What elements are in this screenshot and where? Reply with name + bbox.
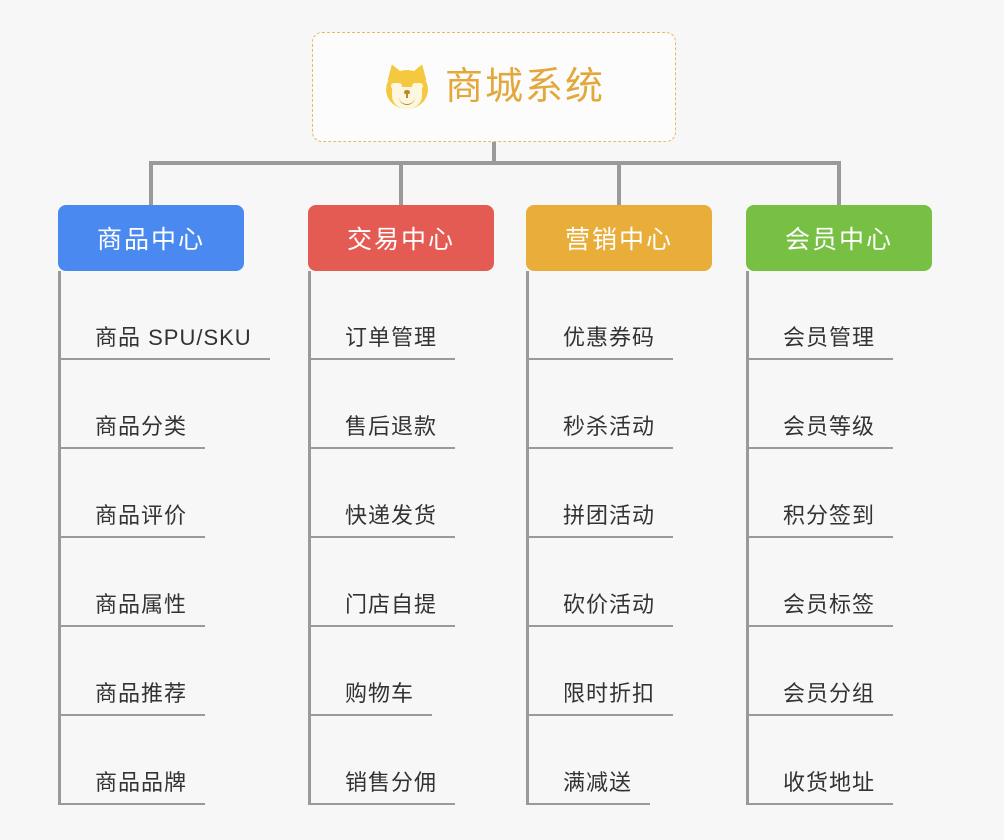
root-stem: [492, 142, 496, 165]
leaf-item[interactable]: 商品评价: [58, 449, 244, 538]
leaf-underline: 销售分佣: [311, 769, 456, 805]
leaf-underline: 会员标签: [749, 591, 894, 627]
root-title: 商城系统: [444, 66, 605, 108]
branch-drop-4: [837, 161, 841, 205]
leaf-item[interactable]: 限时折扣: [526, 627, 712, 716]
leaf-label: 商品分类: [95, 413, 188, 439]
horizontal-bus: [149, 161, 841, 165]
leaf-item[interactable]: 商品分类: [58, 360, 244, 449]
leaf-underline: 积分签到: [749, 502, 894, 538]
leaf-underline: 订单管理: [311, 324, 456, 360]
leaf-label: 收货地址: [783, 769, 876, 795]
branch-3: 营销中心优惠券码秒杀活动拼团活动砍价活动限时折扣满减送: [526, 205, 712, 805]
leaf-item[interactable]: 砍价活动: [526, 538, 712, 627]
leaf-underline: 优惠券码: [529, 324, 674, 360]
leaf-list: 商品 SPU/SKU 商品分类商品评价商品属性商品推荐商品品牌: [58, 271, 270, 805]
leaf-label: 门店自提: [345, 591, 438, 617]
leaf-item[interactable]: 订单管理: [308, 271, 494, 360]
leaf-label: 秒杀活动: [563, 413, 656, 439]
leaf-underline: 购物车: [311, 680, 433, 716]
branch-4: 会员中心会员管理会员等级积分签到会员标签会员分组收货地址: [746, 205, 932, 805]
branch-header-4[interactable]: 会员中心: [746, 205, 932, 271]
leaf-item[interactable]: 会员管理: [746, 271, 932, 360]
leaf-item[interactable]: 满减送: [526, 716, 712, 805]
leaf-label: 快递发货: [345, 502, 438, 528]
leaf-underline: 商品分类: [61, 413, 206, 449]
leaf-label: 限时折扣: [563, 680, 656, 706]
leaf-item[interactable]: 秒杀活动: [526, 360, 712, 449]
branch-header-3[interactable]: 营销中心: [526, 205, 712, 271]
leaf-label: 商品属性: [95, 591, 188, 617]
branch-header-2[interactable]: 交易中心: [308, 205, 494, 271]
leaf-label: 商品 SPU/SKU: [95, 324, 252, 350]
leaf-underline: 限时折扣: [529, 680, 674, 716]
leaf-underline: 商品 SPU/SKU: [61, 324, 270, 360]
branch-spine: [526, 271, 529, 805]
leaf-item[interactable]: 售后退款: [308, 360, 494, 449]
leaf-label: 砍价活动: [563, 591, 656, 617]
leaf-item[interactable]: 会员分组: [746, 627, 932, 716]
leaf-item[interactable]: 门店自提: [308, 538, 494, 627]
leaf-list: 优惠券码秒杀活动拼团活动砍价活动限时折扣满减送: [526, 271, 712, 805]
leaf-underline: 会员等级: [749, 413, 894, 449]
leaf-item[interactable]: 优惠券码: [526, 271, 712, 360]
shiba-inu-dog-icon: [383, 61, 431, 111]
leaf-label: 会员等级: [783, 413, 876, 439]
leaf-underline: 商品推荐: [61, 680, 206, 716]
leaf-item[interactable]: 购物车: [308, 627, 494, 716]
leaf-label: 拼团活动: [563, 502, 656, 528]
leaf-underline: 售后退款: [311, 413, 456, 449]
leaf-list: 订单管理售后退款快递发货门店自提购物车销售分佣: [308, 271, 494, 805]
leaf-item[interactable]: 会员等级: [746, 360, 932, 449]
branch-drop-3: [617, 161, 621, 205]
leaf-label: 商品评价: [95, 502, 188, 528]
branch-drop-1: [149, 161, 153, 205]
leaf-label: 会员标签: [783, 591, 876, 617]
leaf-underline: 会员分组: [749, 680, 894, 716]
leaf-underline: 商品属性: [61, 591, 206, 627]
leaf-underline: 门店自提: [311, 591, 456, 627]
leaf-underline: 满减送: [529, 769, 651, 805]
leaf-label: 订单管理: [345, 324, 438, 350]
leaf-item[interactable]: 收货地址: [746, 716, 932, 805]
root-node[interactable]: 商城系统: [312, 32, 676, 142]
leaf-underline: 收货地址: [749, 769, 894, 805]
branch-drop-2: [399, 161, 403, 205]
leaf-label: 购物车: [345, 680, 415, 706]
leaf-underline: 拼团活动: [529, 502, 674, 538]
leaf-item[interactable]: 商品属性: [58, 538, 244, 627]
leaf-label: 会员分组: [783, 680, 876, 706]
leaf-underline: 会员管理: [749, 324, 894, 360]
leaf-item[interactable]: 商品品牌: [58, 716, 244, 805]
leaf-label: 销售分佣: [345, 769, 438, 795]
leaf-label: 售后退款: [345, 413, 438, 439]
leaf-item[interactable]: 快递发货: [308, 449, 494, 538]
leaf-item[interactable]: 商品 SPU/SKU: [58, 271, 270, 360]
branch-spine: [58, 271, 61, 805]
leaf-item[interactable]: 会员标签: [746, 538, 932, 627]
branch-1: 商品中心商品 SPU/SKU 商品分类商品评价商品属性商品推荐商品品牌: [58, 205, 270, 805]
branch-spine: [746, 271, 749, 805]
leaf-label: 商品推荐: [95, 680, 188, 706]
leaf-item[interactable]: 积分签到: [746, 449, 932, 538]
leaf-item[interactable]: 拼团活动: [526, 449, 712, 538]
leaf-underline: 秒杀活动: [529, 413, 674, 449]
leaf-underline: 商品评价: [61, 502, 206, 538]
leaf-label: 优惠券码: [563, 324, 656, 350]
leaf-label: 商品品牌: [95, 769, 188, 795]
leaf-underline: 砍价活动: [529, 591, 674, 627]
branch-spine: [308, 271, 311, 805]
branch-2: 交易中心订单管理售后退款快递发货门店自提购物车销售分佣: [308, 205, 494, 805]
leaf-label: 满减送: [563, 769, 633, 795]
leaf-underline: 商品品牌: [61, 769, 206, 805]
branch-header-1[interactable]: 商品中心: [58, 205, 244, 271]
leaf-item[interactable]: 销售分佣: [308, 716, 494, 805]
leaf-label: 积分签到: [783, 502, 876, 528]
leaf-list: 会员管理会员等级积分签到会员标签会员分组收货地址: [746, 271, 932, 805]
leaf-item[interactable]: 商品推荐: [58, 627, 244, 716]
leaf-underline: 快递发货: [311, 502, 456, 538]
leaf-label: 会员管理: [783, 324, 876, 350]
